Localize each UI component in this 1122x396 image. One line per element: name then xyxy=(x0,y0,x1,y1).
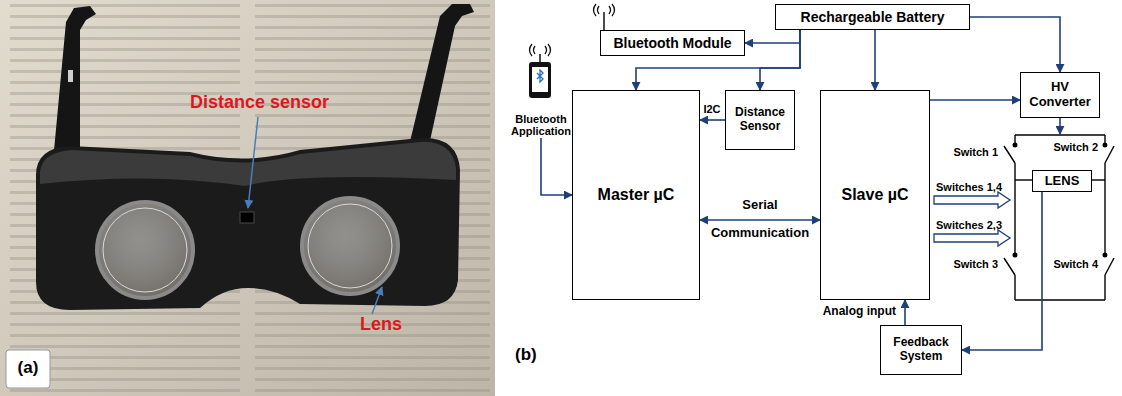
switch-blade xyxy=(1004,146,1015,163)
lens-glass xyxy=(302,198,398,294)
control-arrow xyxy=(934,230,1010,246)
switch-label: Switch 1 xyxy=(953,146,998,159)
lens-box: LENS xyxy=(1032,170,1092,192)
part-label: Lens xyxy=(360,314,402,335)
connector-arrow xyxy=(700,119,725,121)
switch-blade xyxy=(1105,146,1114,163)
contact xyxy=(1103,143,1107,147)
wire xyxy=(1104,163,1105,255)
node-text: HV Converter xyxy=(1021,80,1099,110)
controller-box: Master µC xyxy=(572,90,700,300)
frame-top xyxy=(40,142,456,186)
h-bridge xyxy=(1004,118,1114,300)
node-text: Rechargeable Battery xyxy=(801,9,945,25)
wire xyxy=(1015,299,1105,300)
wire xyxy=(1015,179,1032,180)
panel-tag xyxy=(6,350,50,388)
connector-arrow xyxy=(745,30,800,43)
lens-ring xyxy=(103,208,187,292)
node-text: Bluetooth Module xyxy=(613,35,731,51)
node-text: Master µC xyxy=(598,186,675,204)
switch-knob xyxy=(68,70,73,82)
switch-blade xyxy=(1004,258,1015,275)
connector-arrow xyxy=(904,300,906,325)
node-text: Feedback System xyxy=(881,336,961,364)
controller-box: Slave µC xyxy=(820,90,930,300)
app-label: Bluetooth Application xyxy=(502,46,580,138)
sensor-window xyxy=(240,212,254,223)
feedback-box: Feedback System xyxy=(880,325,962,375)
wire xyxy=(1092,179,1105,180)
node-text: LENS xyxy=(1045,174,1080,189)
connector-arrow xyxy=(700,219,820,221)
signal-label: I2C xyxy=(703,103,720,116)
part-label: Distance sensor xyxy=(190,92,329,113)
signal-label: Serial xyxy=(742,198,777,213)
node-text: Bluetooth Application xyxy=(502,113,580,138)
signal-label: Switches 2,3 xyxy=(936,219,1002,232)
module-antenna xyxy=(594,4,615,30)
converter-box: HV Converter xyxy=(1020,72,1100,118)
sensor-box: Distance Sensor xyxy=(725,90,795,150)
wire xyxy=(1015,134,1105,135)
leader-arrow xyxy=(248,117,258,208)
paper xyxy=(0,0,495,396)
node-text: Slave µC xyxy=(841,186,908,204)
signal-label: Switches 1,4 xyxy=(936,181,1002,194)
wire xyxy=(1014,163,1015,255)
antenna-waves xyxy=(594,4,615,16)
phone-icon xyxy=(529,44,551,98)
phone-body xyxy=(529,62,551,98)
leader-arrow xyxy=(372,287,382,314)
antenna-waves xyxy=(530,44,551,56)
panel-label: (a) xyxy=(18,358,39,378)
switch-label: Switch 4 xyxy=(1053,258,1098,271)
panel-label: (b) xyxy=(515,345,537,365)
phone-screen xyxy=(532,67,548,92)
switch-label: Switch 2 xyxy=(1053,141,1098,154)
wire xyxy=(1104,275,1105,300)
connector-arrow xyxy=(874,30,876,90)
power-box: Rechargeable Battery xyxy=(775,4,970,30)
photo xyxy=(0,0,495,396)
control-arrow xyxy=(934,192,1010,208)
connector-arrow xyxy=(970,17,1060,72)
antenna-mast xyxy=(603,12,605,30)
connector-arrow xyxy=(930,99,1020,101)
wire xyxy=(1014,275,1015,300)
node-text: Distance Sensor xyxy=(726,106,794,134)
connector-arrow xyxy=(962,192,1042,350)
lens-glass xyxy=(97,202,193,298)
contact xyxy=(1103,253,1107,257)
signal-label: Communication xyxy=(711,226,809,241)
connector-arrow xyxy=(541,138,572,195)
contact xyxy=(1013,253,1017,257)
temple xyxy=(408,4,474,150)
connector-arrow xyxy=(760,30,800,90)
frame xyxy=(36,138,460,310)
bluetooth-symbol xyxy=(537,70,543,82)
contact xyxy=(1013,143,1017,147)
signal-label: Analog input xyxy=(823,305,896,319)
switch-label: Switch 3 xyxy=(953,258,998,271)
supply-arrow xyxy=(1059,118,1061,134)
antenna-mast xyxy=(539,54,541,62)
lens-ring xyxy=(308,204,392,288)
module-box: Bluetooth Module xyxy=(600,30,745,56)
switch-blade xyxy=(1105,258,1114,275)
connectors xyxy=(541,17,1060,350)
